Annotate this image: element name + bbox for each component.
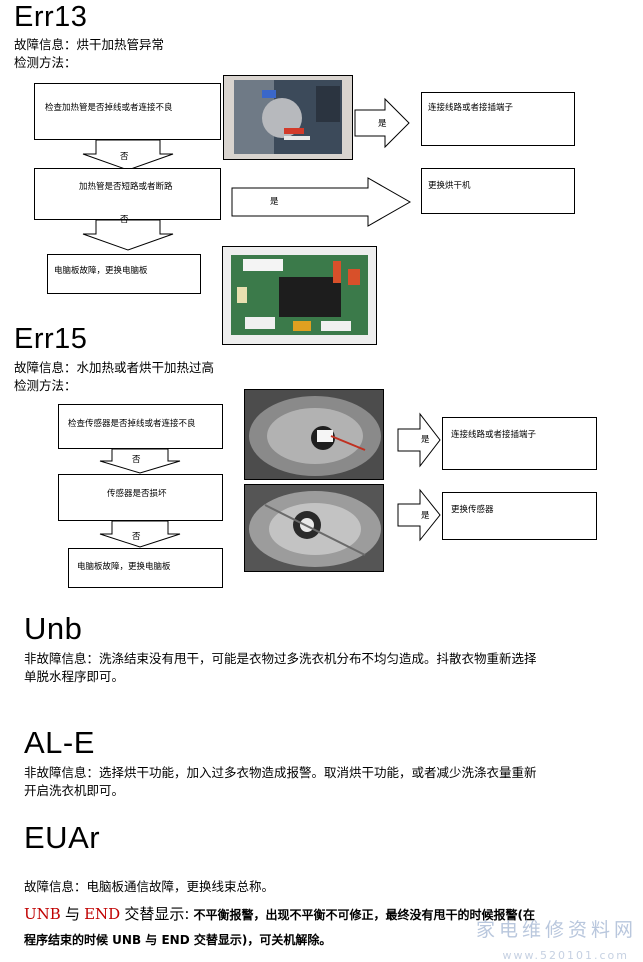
err15-step2-text: 传感器是否损坏	[107, 489, 167, 499]
err13-title: Err13	[14, 1, 88, 33]
err13-info: 故障信息：烘干加热管异常	[14, 37, 165, 52]
err15-step3-text: 电脑板故障，更换电脑板	[77, 562, 171, 572]
err13-step2-box: 加热管是否短路或者断路	[34, 168, 221, 220]
err13-down-arrow-2	[82, 219, 174, 251]
err13-method: 检测方法：	[14, 55, 77, 70]
ale-title: AL-E	[24, 725, 95, 760]
err13-no2-label: 否	[120, 215, 129, 225]
err15-result1-box: 连接线路或者接插端子	[442, 417, 597, 470]
alt-text1: 不平衡报警，出现不平衡不可修正，最终没有甩干的时候报警(在	[193, 908, 536, 922]
err15-result1-text: 连接线路或者接插端子	[451, 430, 537, 440]
err13-result2-box: 更换烘干机	[421, 168, 575, 214]
alt-unb: UNB	[24, 905, 61, 923]
alt-with: 与	[64, 905, 80, 923]
ale-line1: 非故障信息：选择烘干功能，加入过多衣物造成报警。取消烘干功能，或者减少洗涤衣量重…	[24, 765, 537, 780]
euar-title: EUAr	[24, 820, 101, 855]
unb-title: Unb	[24, 611, 83, 646]
err13-step3-box: 电脑板故障，更换电脑板	[47, 254, 201, 294]
err13-step1-text: 检查加热管是否掉线或者连接不良	[45, 103, 173, 113]
err13-wiring-photo	[223, 75, 353, 160]
err15-method: 检测方法：	[14, 378, 77, 393]
err13-board-photo	[222, 246, 377, 345]
err13-right-arrow-2	[231, 177, 412, 227]
err13-yes1-label: 是	[378, 119, 387, 129]
err15-down-arrow-1	[99, 448, 181, 474]
err15-sensor-photo-1	[244, 389, 384, 480]
err15-step2-box: 传感器是否损坏	[58, 474, 223, 521]
alt-end: END	[84, 905, 121, 923]
err15-yes1-label: 是	[421, 435, 430, 445]
alt-line1: UNB 与 END 交替显示: 不平衡报警，出现不平衡不可修正，最终没有甩干的时…	[24, 903, 535, 927]
err15-sensor-photo-2	[244, 484, 384, 572]
err15-step1-text: 检查传感器是否掉线或者连接不良	[68, 419, 196, 429]
err15-no1-label: 否	[132, 455, 141, 465]
ale-line2: 开启洗衣机即可。	[24, 783, 125, 798]
err13-yes2-label: 是	[270, 197, 279, 207]
err15-down-arrow-2	[99, 520, 181, 548]
err13-result2-text: 更换烘干机	[428, 181, 471, 191]
err15-step1-box: 检查传感器是否掉线或者连接不良	[58, 404, 223, 449]
err15-right-arrow-1	[397, 412, 441, 468]
err13-step2-text: 加热管是否短路或者断路	[79, 182, 173, 192]
watermark-text: 家电维修资料网	[475, 919, 637, 941]
err13-result1-box: 连接线路或者接插端子	[421, 92, 575, 146]
err13-result1-text: 连接线路或者接插端子	[428, 103, 514, 113]
err13-down-arrow-1	[82, 139, 174, 171]
err15-right-arrow-2	[397, 488, 441, 542]
err15-no2-label: 否	[132, 532, 141, 542]
err13-right-arrow-1	[354, 97, 410, 149]
err15-info: 故障信息：水加热或者烘干加热过高	[14, 360, 215, 375]
watermark-url: www.520101.com	[502, 949, 629, 962]
alt-label: 交替显示:	[124, 905, 190, 923]
unb-line2: 单脱水程序即可。	[24, 669, 125, 684]
err13-step3-text: 电脑板故障，更换电脑板	[54, 266, 148, 276]
err15-result2-text: 更换传感器	[451, 505, 494, 515]
alt-text2: 程序结束的时候 UNB 与 END 交替显示)，可关机解除。	[24, 933, 332, 947]
err13-step1-box: 检查加热管是否掉线或者连接不良	[34, 83, 221, 140]
err15-result2-box: 更换传感器	[442, 492, 597, 540]
err15-title: Err15	[14, 323, 88, 355]
err15-step3-box: 电脑板故障，更换电脑板	[68, 548, 223, 588]
err15-yes2-label: 是	[421, 511, 430, 521]
euar-info: 故障信息：电脑板通信故障，更换线束总称。	[24, 879, 275, 894]
unb-line1: 非故障信息：洗涤结束没有甩干，可能是衣物过多洗衣机分布不均匀造成。抖散衣物重新选…	[24, 651, 537, 666]
err13-no1-label: 否	[120, 152, 129, 162]
